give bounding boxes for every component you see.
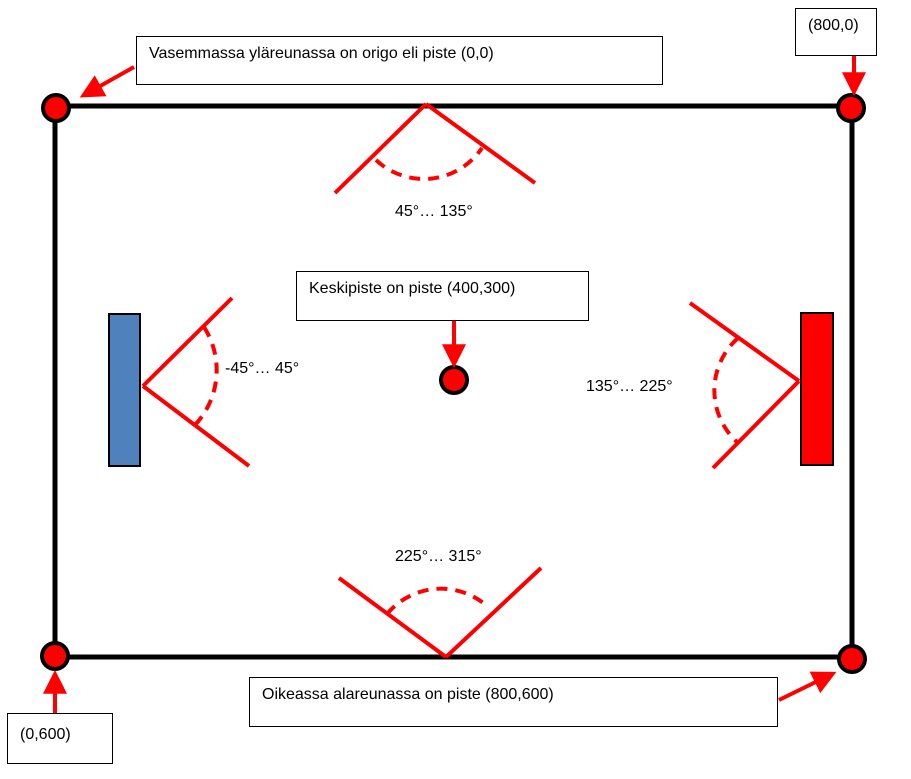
right-bounce-wedge [688,301,801,470]
center-point [439,365,469,395]
angle-label-right: 135°… 225° [586,378,673,395]
corner-point-bottom-left [40,641,70,671]
angle-label-top: 45°… 135° [395,203,473,220]
corner-point-bottom-right [837,644,867,674]
field-border [52,103,855,660]
left-paddle [108,313,141,467]
callout-origin: Vasemmassa yläreunassa on origo eli pist… [136,36,663,85]
corner-point-top-right [836,93,866,123]
arrow-to-origin [79,65,135,98]
right-paddle [800,312,834,466]
arrow-to-bottom-right [778,671,837,702]
angle-label-left: -45°… 45° [225,360,300,377]
corner-point-origin [41,93,71,123]
callout-bottom-left: (0,600) [7,713,113,764]
callout-top-right: (800,0) [795,8,877,56]
left-bounce-wedge [141,296,251,468]
top-bounce-wedge [333,102,537,195]
callout-center: Keskipiste on piste (400,300) [296,271,589,321]
callout-bottom-right: Oikeassa alareunassa on piste (800,600) [249,677,778,727]
angle-label-bottom: 225°… 315° [395,548,482,565]
bottom-bounce-wedge [337,566,543,659]
